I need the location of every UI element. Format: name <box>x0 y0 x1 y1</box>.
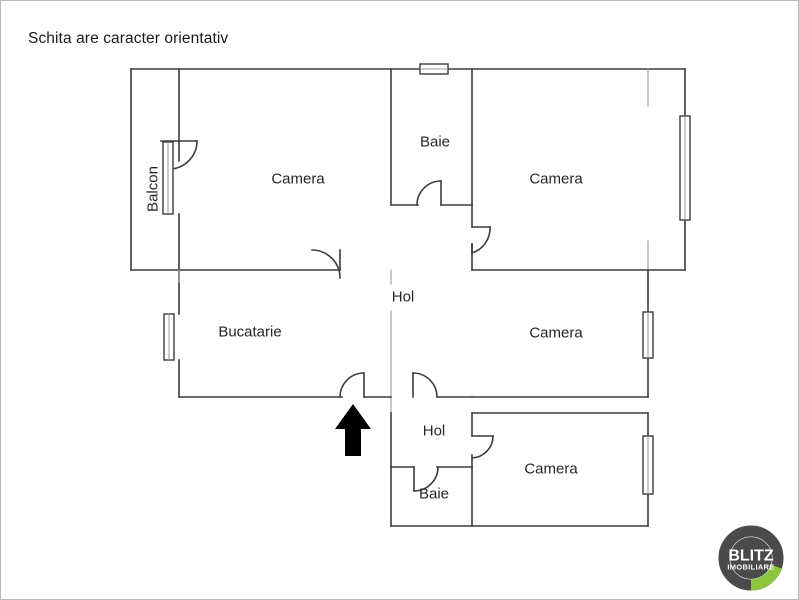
door-swing-baie-lower <box>413 466 439 492</box>
walls <box>130 68 686 527</box>
blitz-imobiliare-logo: BLITZ IMOBILIARE <box>718 525 784 591</box>
window-camera-mid-right <box>642 311 654 359</box>
room-label-camera-top-left: Camera <box>271 170 325 188</box>
door-swing-bucatarie <box>339 372 365 398</box>
door-swing-lower-hol <box>471 435 494 459</box>
window-bucatarie <box>163 313 175 361</box>
entrance-direction-arrow <box>335 404 371 456</box>
window-camera-bottom <box>642 435 654 495</box>
door-swing-camera-mid-right <box>412 372 438 398</box>
logo-brand-text: BLITZ <box>728 548 774 565</box>
window-balcon <box>162 141 174 215</box>
logo-subtitle-text: IMOBILIARE <box>727 563 774 572</box>
windows <box>162 63 691 495</box>
room-label-camera-mid-right: Camera <box>529 324 583 342</box>
page-title: Schita are caracter orientativ <box>28 30 229 47</box>
room-label-baie-lower: Baie <box>418 485 450 503</box>
door-swing-baie-top <box>416 180 442 206</box>
room-label-camera-bottom: Camera <box>524 460 578 478</box>
door-swing-camera-top-left <box>311 249 341 279</box>
door-swing-camera-top-right <box>470 226 491 255</box>
room-label-balcon: Balcon <box>144 166 162 212</box>
window-camera-top-right <box>679 115 691 221</box>
room-label-baie-top: Baie <box>419 133 451 151</box>
room-label-camera-top-right: Camera <box>529 170 583 188</box>
window-baie-top <box>419 63 449 75</box>
room-label-hol-main: Hol <box>391 288 415 306</box>
room-label-hol-lower: Hol <box>422 422 446 440</box>
room-label-bucatarie: Bucatarie <box>218 323 282 341</box>
